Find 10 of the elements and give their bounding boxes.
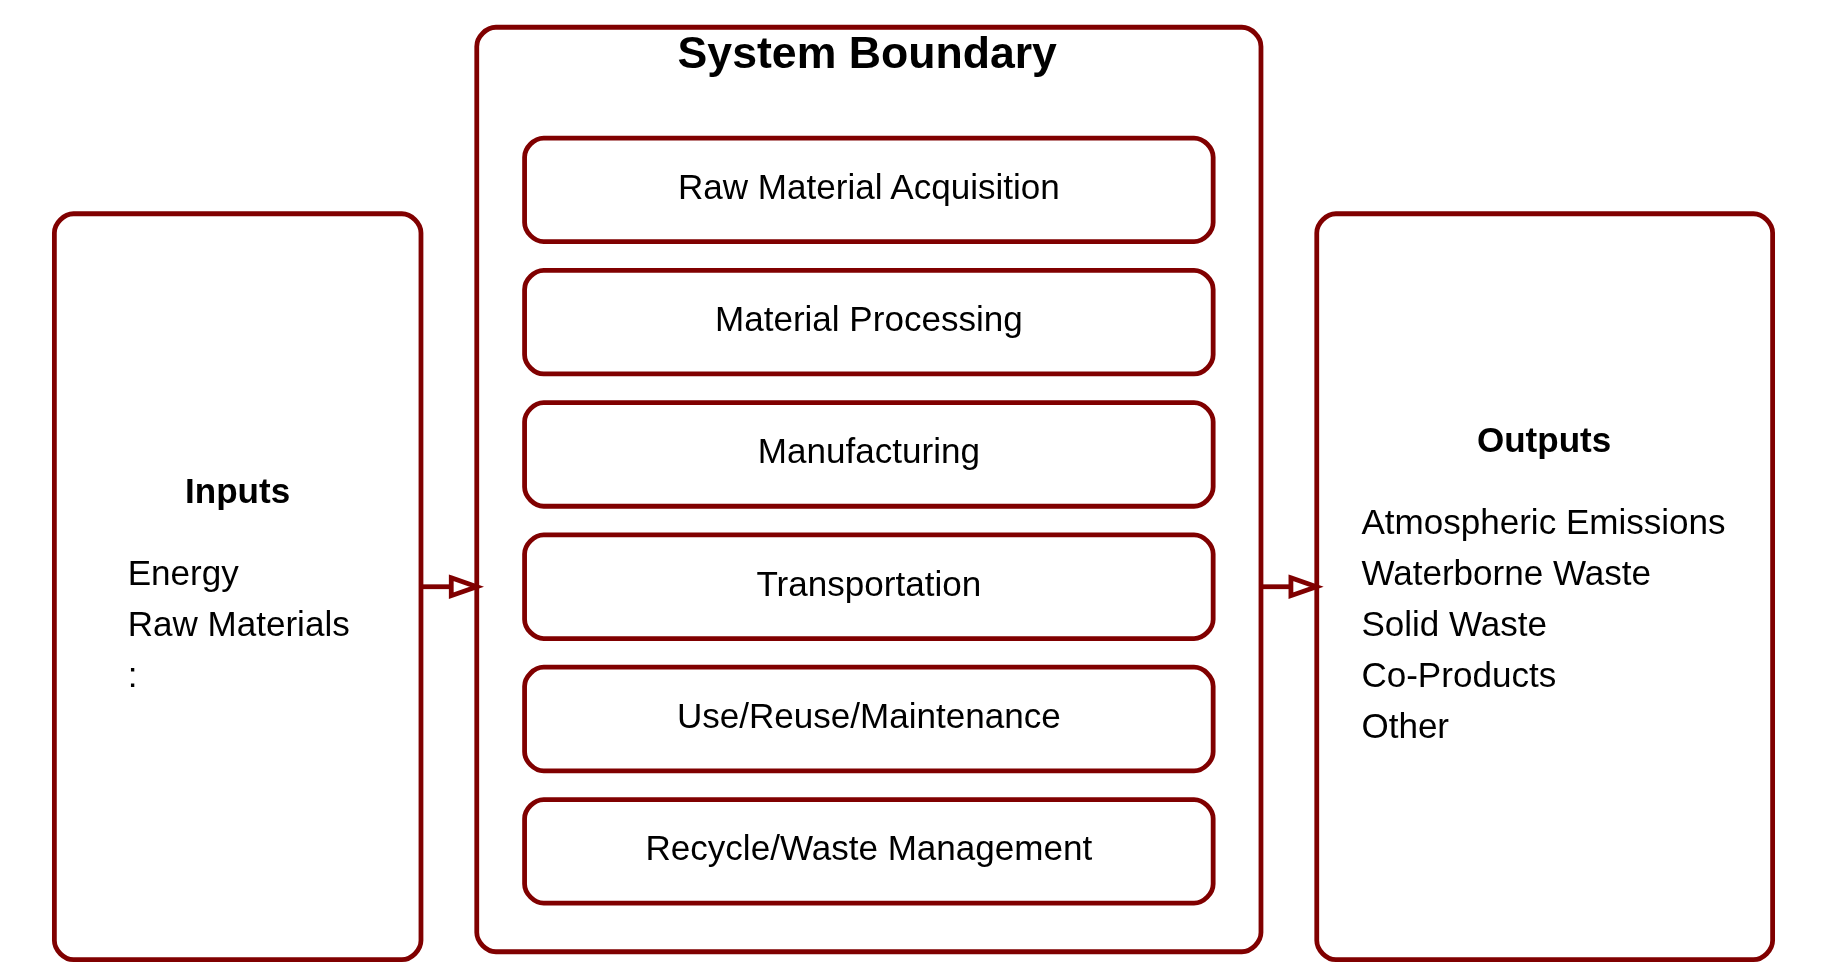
node-box: Manufacturing (521, 400, 1216, 509)
node-box: Raw Material Acquisition (521, 135, 1216, 245)
node-box: Outputs Atmospheric Emissions Waterborne Waste Solid Waste Co-Products Other (1313, 211, 1775, 963)
node-box: Material Processing (521, 267, 1216, 377)
node-box: Inputs Energy Raw Materials : (51, 211, 423, 963)
node-box: Use/Reuse/Maintenance (521, 664, 1216, 774)
node-box: Recycle/Waste Management (521, 797, 1216, 906)
arrow (420, 574, 484, 600)
node-box: Transportation (521, 532, 1216, 641)
arrow (1260, 574, 1324, 600)
